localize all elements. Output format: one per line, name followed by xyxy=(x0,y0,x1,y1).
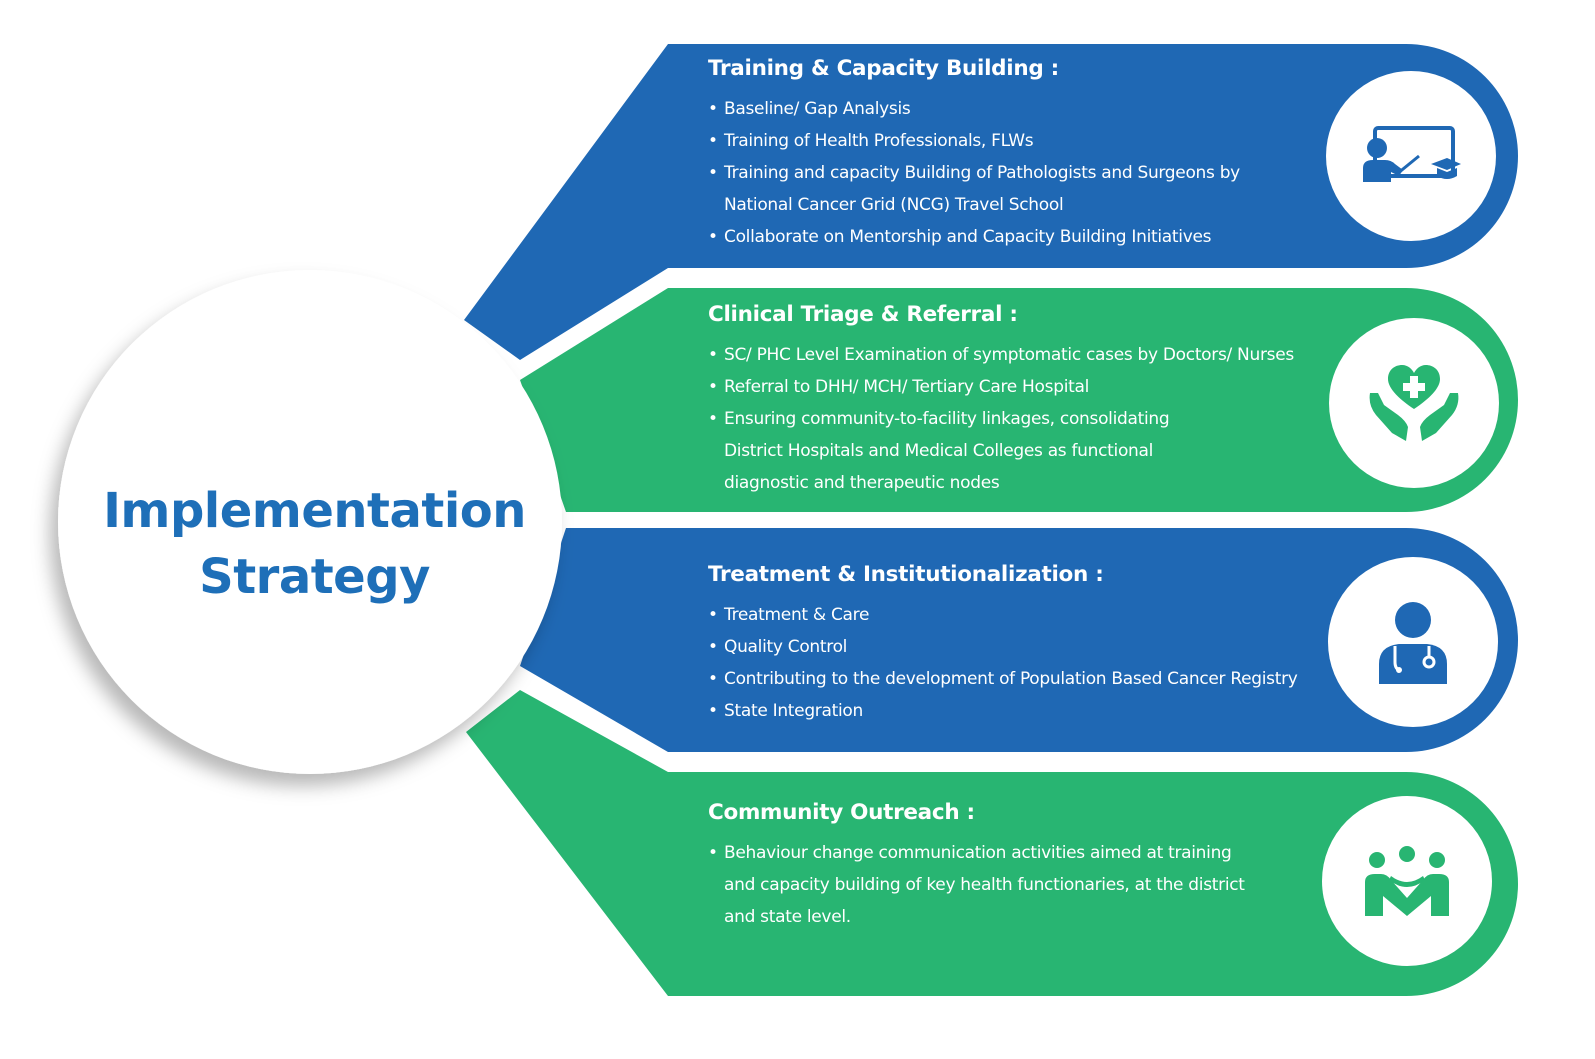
center-title-line2: Strategy xyxy=(199,549,430,605)
doctor-icon xyxy=(1379,602,1447,684)
center-title: Implementation Strategy xyxy=(62,478,567,610)
icon-circle-triage xyxy=(1329,318,1499,488)
list-item: Collaborate on Mentorship and Capacity B… xyxy=(708,221,1268,253)
band-title: Community Outreach : xyxy=(708,800,975,825)
band-title: Clinical Triage & Referral : xyxy=(708,302,1018,327)
list-item: Ensuring community-to-facility linkages,… xyxy=(708,403,1194,499)
center-title-line1: Implementation xyxy=(103,483,526,539)
list-item: SC/ PHC Level Examination of symptomatic… xyxy=(708,339,1308,371)
list-item: Treatment & Care xyxy=(708,599,1328,631)
community-group-icon xyxy=(1365,846,1449,916)
band-title: Training & Capacity Building : xyxy=(708,56,1059,81)
center-circle xyxy=(58,270,562,774)
icon-circle-training xyxy=(1326,71,1496,241)
list-item: Training of Health Professionals, FLWs xyxy=(708,125,1268,157)
icon-circle-outreach xyxy=(1322,796,1492,966)
list-item: Quality Control xyxy=(708,631,1328,663)
icon-circle-treatment xyxy=(1328,557,1498,727)
band-title: Treatment & Institutionalization : xyxy=(708,562,1104,587)
band-training: Training & Capacity Building : Baseline/… xyxy=(708,56,1268,253)
band-treatment: Treatment & Institutionalization : Treat… xyxy=(708,562,1328,727)
hands-heart-icon xyxy=(1369,365,1459,441)
list-item: Referral to DHH/ MCH/ Tertiary Care Hosp… xyxy=(708,371,1308,403)
list-item: Baseline/ Gap Analysis xyxy=(708,93,1268,125)
teacher-board-icon xyxy=(1363,126,1461,182)
list-item: Contributing to the development of Popul… xyxy=(708,663,1328,695)
band-triage: Clinical Triage & Referral : SC/ PHC Lev… xyxy=(708,302,1308,499)
list-item: Training and capacity Building of Pathol… xyxy=(708,157,1268,221)
list-item: Behaviour change communication activitie… xyxy=(708,837,1253,933)
band-outreach: Community Outreach : Behaviour change co… xyxy=(708,800,1253,933)
list-item: State Integration xyxy=(708,695,1328,727)
